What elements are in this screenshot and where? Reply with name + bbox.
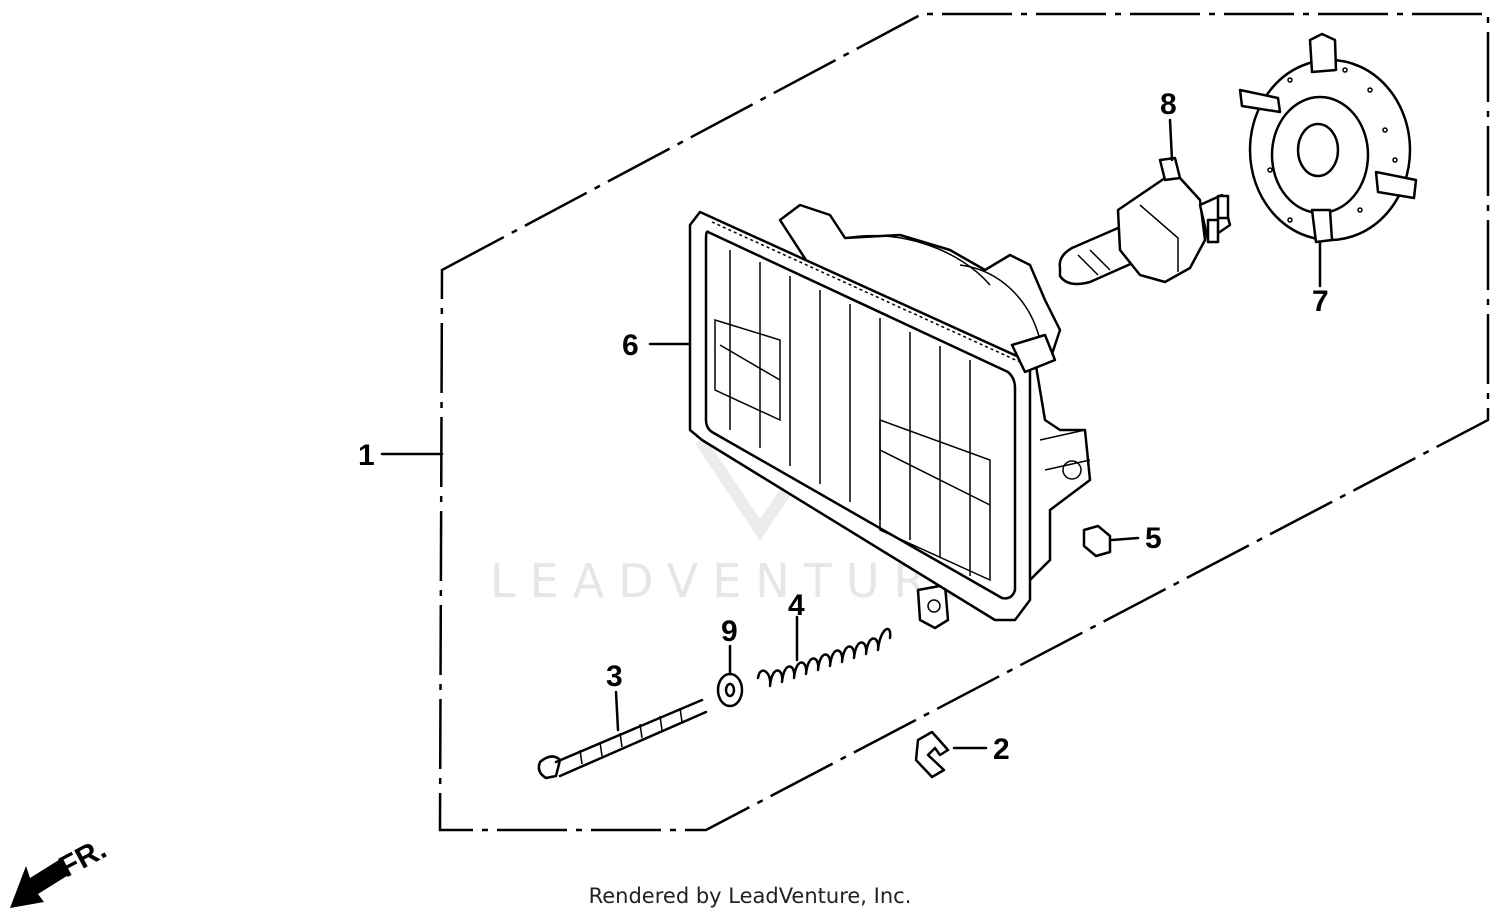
part-nut	[1082, 524, 1112, 558]
part-spring	[756, 627, 892, 688]
part-bulb	[1058, 156, 1232, 286]
part-screw	[537, 698, 708, 780]
assembly-boundary	[438, 12, 1490, 832]
arrow-left-icon	[10, 858, 70, 908]
callout-4: 4	[788, 589, 805, 622]
callout-7: 7	[1312, 285, 1329, 318]
part-dust-cover	[1238, 32, 1418, 244]
callout-8: 8	[1160, 88, 1177, 121]
callout-9: 9	[721, 615, 738, 648]
part-washer	[716, 672, 744, 708]
callout-5: 5	[1145, 522, 1162, 555]
leader-lines	[380, 118, 1322, 750]
part-headlight-unit	[688, 203, 1092, 630]
callout-6: 6	[622, 329, 639, 362]
callout-3: 3	[606, 660, 623, 693]
part-clip	[914, 730, 950, 779]
watermark-text: LEADVENTURE	[490, 554, 983, 608]
callout-2: 2	[993, 733, 1010, 766]
footer-credit: Rendered by LeadVenture, Inc.	[588, 884, 912, 908]
callout-1: 1	[358, 439, 375, 472]
